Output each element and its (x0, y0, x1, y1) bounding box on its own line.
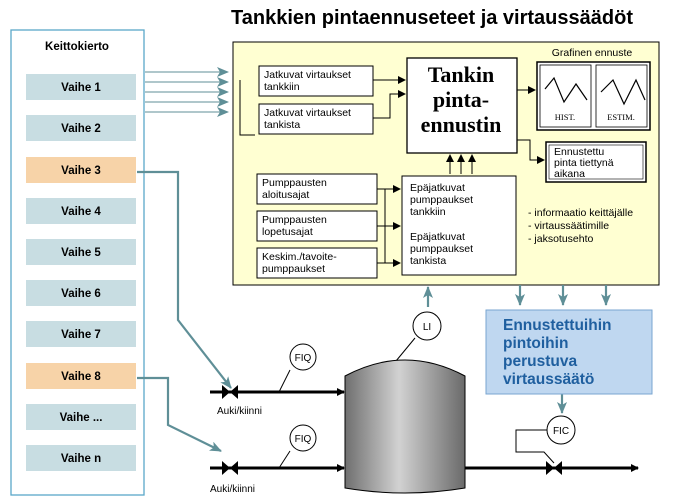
valve-bottom-label: Auki/kiinni (210, 484, 255, 495)
fiq-bottom-instrument: FIQ (278, 424, 317, 469)
storage-tank (344, 359, 466, 494)
svg-text:FIQ: FIQ (295, 353, 312, 364)
svg-text:Vaihe 1: Vaihe 1 (61, 82, 101, 94)
stage-more: Vaihe ... (26, 404, 136, 430)
teal-connectors (137, 170, 611, 452)
graph-box: HIST. ESTIM. (536, 61, 651, 131)
svg-text:Vaihe n: Vaihe n (61, 453, 101, 465)
stage-5: Vaihe 5 (26, 239, 136, 265)
li-instrument: LI (395, 311, 442, 362)
stage-2: Vaihe 2 (26, 115, 136, 141)
svg-text:Vaihe 8: Vaihe 8 (61, 371, 101, 383)
svg-text:Keskim./tavoite-pumppaukset: Keskim./tavoite-pumppaukset (262, 251, 337, 275)
svg-text:Vaihe 7: Vaihe 7 (61, 329, 101, 341)
svg-text:Vaihe 4: Vaihe 4 (61, 206, 101, 218)
valve-outlet (546, 461, 562, 475)
graph-heading: Grafinen ennuste (552, 47, 633, 59)
svg-text:LI: LI (423, 322, 431, 333)
estim-label: ESTIM. (607, 112, 635, 122)
svg-text:Vaihe ...: Vaihe ... (60, 412, 103, 424)
stage-signal-arrows (145, 67, 229, 117)
diagram-title: Tankkien pintaennuseteet ja virtaussäädö… (231, 7, 633, 29)
stage-6: Vaihe 6 (26, 280, 136, 306)
fiq-top-instrument: FIQ (278, 343, 317, 393)
svg-text:Vaihe 2: Vaihe 2 (61, 123, 101, 135)
pump-target-box: Keskim./tavoite-pumppaukset (256, 247, 378, 279)
svg-text:FIC: FIC (553, 426, 569, 437)
estimate-curve (600, 78, 646, 106)
hist-label: HIST. (555, 112, 575, 122)
svg-text:Vaihe 3: Vaihe 3 (61, 165, 101, 177)
cycle-heading: Keittokierto (45, 41, 109, 53)
svg-text:FIQ: FIQ (295, 434, 312, 445)
stage-1: Vaihe 1 (26, 74, 136, 100)
fic-instrument: FIC (515, 415, 576, 464)
svg-text:Vaihe 5: Vaihe 5 (61, 247, 101, 259)
stage-8: Vaihe 8 (26, 363, 136, 389)
panel-arrows (239, 76, 545, 267)
stage-7: Vaihe 7 (26, 321, 136, 347)
info-list: - informaatio keittäjälle- virtaussäätim… (528, 207, 633, 245)
stage-3: Vaihe 3 (26, 157, 136, 183)
svg-text:Vaihe 6: Vaihe 6 (61, 288, 101, 300)
valve-bottom (222, 461, 238, 475)
stage-n: Vaihe n (26, 445, 136, 471)
valve-top (222, 385, 238, 399)
valve-top-label: Auki/kiinni (217, 406, 262, 417)
history-curve (544, 76, 588, 104)
stage-4: Vaihe 4 (26, 198, 136, 224)
